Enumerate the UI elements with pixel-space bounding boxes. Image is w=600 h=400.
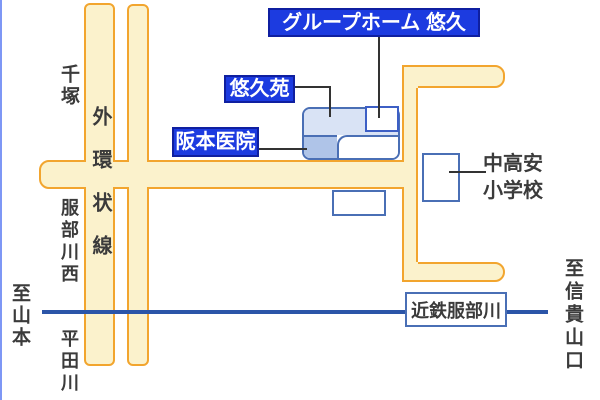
- label-sakamoto-clinic: 阪本医院: [172, 127, 259, 157]
- school-name: 中高安 小学校: [483, 151, 543, 205]
- leader-line-group-home: [378, 37, 380, 118]
- label-group-home-yukyu: グループホーム 悠久: [268, 8, 480, 37]
- place-hattorigawa-nishi: 服部川西: [59, 198, 79, 286]
- station-label-kintetsu-hattorigawa: 近鉄服部川: [405, 292, 507, 327]
- direction-to-shigisanguchi: 至信貴山口: [562, 258, 583, 373]
- road-junction-patch: [127, 162, 149, 187]
- leader-line-yukyuen: [329, 86, 331, 117]
- railway-line: [42, 310, 548, 314]
- school-name-line1: 中高安: [483, 153, 543, 175]
- building-group-home: [365, 106, 399, 132]
- school-name-line2: 小学校: [483, 180, 543, 202]
- road-junction-patch: [84, 162, 115, 187]
- leader-line-school: [449, 171, 486, 173]
- building-unlabeled: [332, 190, 386, 216]
- place-hiratagawa: 平田川: [59, 329, 79, 395]
- left-edge-line: [0, 0, 2, 400]
- building-sakamoto-clinic: [304, 135, 337, 158]
- road-junction-patch: [402, 162, 416, 187]
- building-elementary-school: [422, 153, 460, 202]
- road-name-outer-ring: 外環状線: [89, 106, 111, 278]
- road-junction-patch: [404, 262, 418, 280]
- direction-to-yamamoto: 至山本: [9, 283, 30, 349]
- label-yukyuen: 悠久苑: [224, 75, 295, 103]
- building-lower-wing: [337, 135, 398, 158]
- place-chizuka: 千塚: [58, 64, 79, 108]
- leader-line-yukyuen: [295, 86, 331, 88]
- road-junction-patch: [404, 67, 418, 88]
- leader-line-sakamoto: [259, 148, 307, 150]
